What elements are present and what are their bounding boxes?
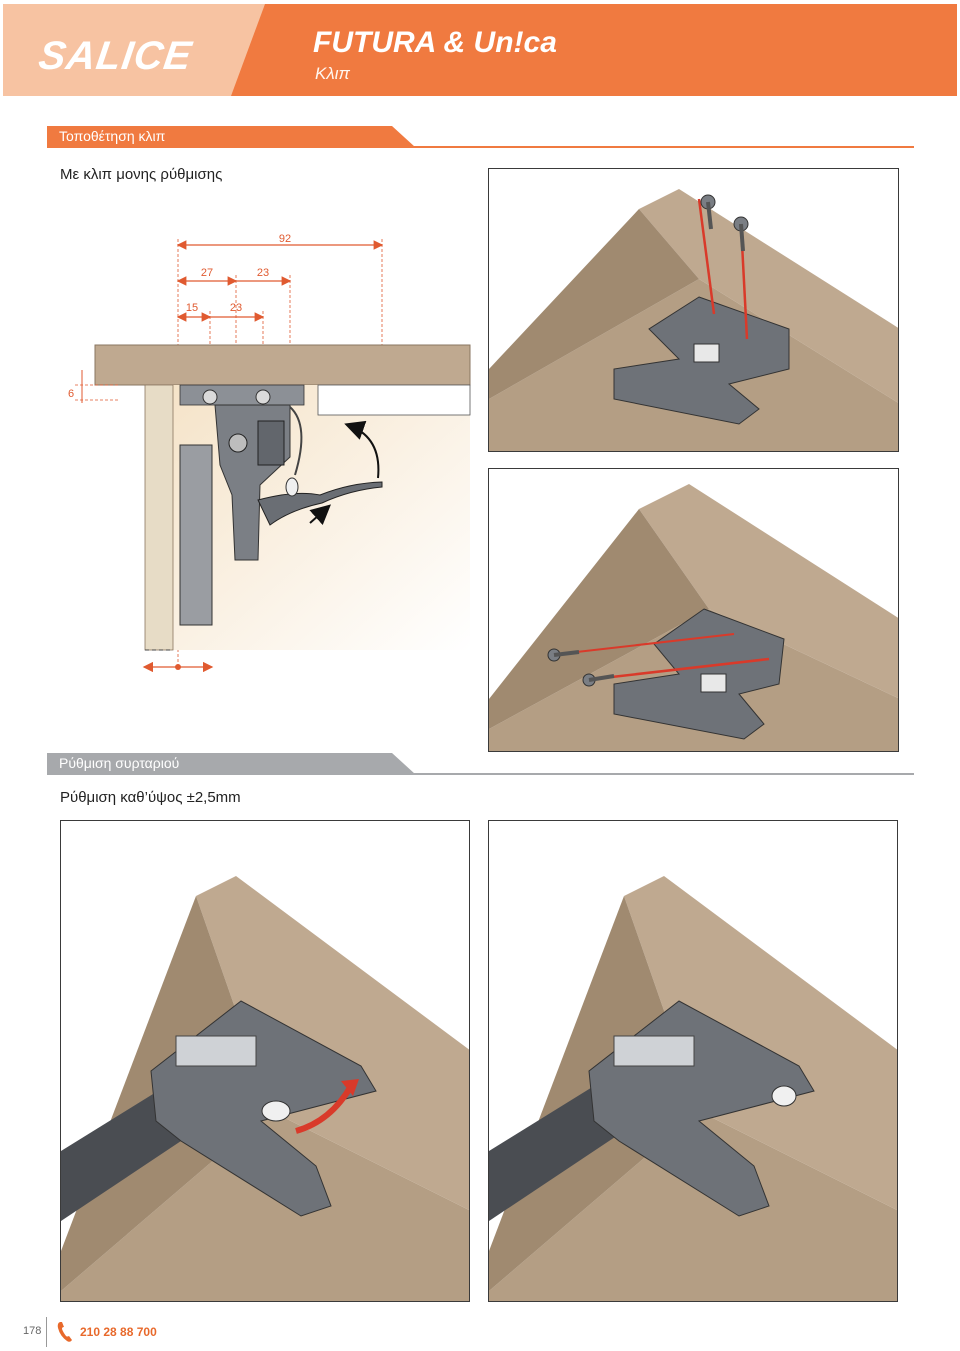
mounting-plate [179,384,305,406]
section-bar-shape-2 [47,753,415,774]
figure-height-adjust-after [488,820,898,1302]
dimension-15-23: 15 23 [176,302,265,322]
figure-height-adjust-before [60,820,470,1302]
dim-15-label: 15 [186,302,198,314]
phone-icon [56,1320,74,1344]
screw-icon-side [547,648,615,687]
subheading-height-adjust: Ρύθμιση καθ’ύψος ±2,5mm [60,789,241,806]
dim-6-label: 6 [68,388,74,400]
page-header: SALICE FUTURA & Un!ca Κλιπ [3,4,957,96]
phone-number[interactable]: 210 28 88 700 [80,1325,157,1339]
door-panel [179,444,213,626]
section-rule [47,146,914,148]
dimension-6: 6 [68,370,120,403]
section-bar-shape [47,126,415,147]
arrow-icon-rotate [344,420,380,479]
title-band: FUTURA & Un!ca Κλιπ [265,4,957,96]
dimension-92: 92 [176,233,384,250]
dim-27-label: 27 [201,267,213,279]
figure-screw-side [488,468,899,752]
cabinet-top [94,344,471,386]
section-label-2: Ρύθμιση συρταριού [59,755,180,771]
clip-lever [257,481,383,526]
cabinet-side [144,384,174,651]
product-title: FUTURA & Un!ca [313,26,557,59]
brand-logo-box: SALICE [3,4,265,96]
brand-logo: SALICE [35,34,195,78]
dimension-27-23: 27 23 [176,267,292,286]
arrow-icon [309,504,331,526]
product-subtitle: Κλιπ [315,64,350,83]
dim-23a-label: 23 [257,267,269,279]
figure-screw-top [488,168,899,452]
section-heading-placement: Τοποθέτηση κλιπ [47,126,377,147]
footer-divider [46,1317,47,1347]
page-number: 178 [23,1325,42,1337]
screw-icon [700,194,749,252]
technical-drawing: 92 27 23 15 23 [60,225,480,685]
dim-92-label: 92 [279,233,291,245]
subheading-single-adjust-clip: Με κλιπ μονης ρύθμισης [60,166,223,183]
section-heading-drawer-adjust: Ρύθμιση συρταριού [47,753,377,774]
cabinet-interior [170,385,470,650]
section-label: Τοποθέτηση κλιπ [59,128,166,144]
section-rule-2 [47,773,914,775]
